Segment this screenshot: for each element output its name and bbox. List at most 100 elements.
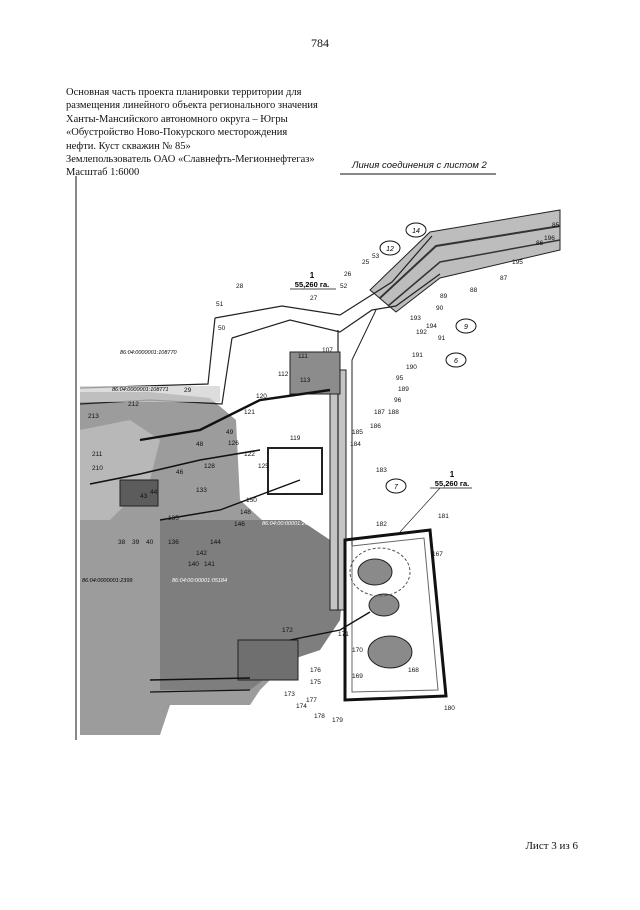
- structure: [237, 639, 299, 681]
- svg-text:90: 90: [436, 305, 444, 312]
- page-number: 784: [311, 36, 329, 50]
- pipeline-line: [289, 611, 371, 641]
- scale-line: Масштаб 1:6000: [66, 167, 140, 179]
- structure: [267, 447, 323, 495]
- svg-text:107: 107: [322, 347, 333, 354]
- parcel-boundary: [214, 235, 433, 319]
- svg-text:141: 141: [204, 561, 215, 568]
- svg-text:48: 48: [196, 441, 204, 448]
- parcel-area: 55,260 га.: [295, 280, 329, 289]
- svg-text:171: 171: [338, 631, 349, 638]
- svg-text:172: 172: [282, 627, 293, 634]
- pipeline-line: [149, 677, 251, 681]
- svg-text:29: 29: [184, 387, 192, 394]
- svg-text:88: 88: [470, 287, 478, 294]
- svg-text:86: 86: [536, 240, 544, 247]
- title-line: Ханты-Мансийского автономного округа – Ю…: [66, 113, 288, 125]
- developed-area-dark: [160, 520, 345, 690]
- cadastral-number: 86:04:00:00001:26499: [262, 521, 317, 527]
- svg-text:51: 51: [216, 301, 224, 308]
- svg-text:133: 133: [196, 487, 207, 494]
- svg-text:167: 167: [432, 551, 443, 558]
- svg-text:25: 25: [362, 259, 370, 266]
- svg-text:150: 150: [246, 497, 257, 504]
- pond: [368, 593, 400, 617]
- svg-text:142: 142: [196, 550, 207, 557]
- svg-text:190: 190: [406, 364, 417, 371]
- svg-text:187: 187: [374, 409, 385, 416]
- svg-text:128: 128: [204, 463, 215, 470]
- svg-text:38: 38: [118, 539, 126, 546]
- title-line: «Обустройство Ново-Покурского месторожде…: [66, 127, 288, 139]
- parcel-area: 55,260 га.: [435, 479, 469, 488]
- svg-text:175: 175: [310, 679, 321, 686]
- well-pad-inner: [351, 537, 439, 693]
- svg-text:173: 173: [284, 691, 295, 698]
- svg-text:87: 87: [500, 275, 508, 282]
- title-line: размещения линейного объекта регионально…: [66, 100, 318, 112]
- document-title-block: Основная часть проекта планировки террит…: [66, 86, 346, 180]
- svg-text:144: 144: [210, 539, 221, 546]
- svg-text:196: 196: [544, 235, 555, 242]
- parcel-boundary: [231, 273, 441, 339]
- svg-text:136: 136: [168, 539, 179, 546]
- title-line: нефти. Куст скважин № 85»: [66, 140, 191, 152]
- sheet-number: Лист 3 из 6: [525, 840, 578, 852]
- pipeline-line: [149, 689, 251, 693]
- parcel-number: 1: [310, 271, 315, 280]
- pipeline-line: [379, 225, 561, 299]
- svg-text:189: 189: [398, 386, 409, 393]
- svg-text:192: 192: [416, 329, 427, 336]
- svg-text:179: 179: [332, 717, 343, 724]
- pond: [357, 558, 393, 586]
- svg-text:140: 140: [188, 561, 199, 568]
- structure: [119, 479, 159, 507]
- circled-label: 14: [412, 228, 420, 235]
- svg-text:95: 95: [396, 375, 404, 382]
- corridor-band: [80, 386, 220, 402]
- svg-text:210: 210: [92, 465, 103, 472]
- structure: [289, 351, 341, 395]
- pipeline-line: [139, 388, 331, 442]
- developed-area-light: [80, 420, 160, 520]
- svg-text:121: 121: [244, 409, 255, 416]
- svg-text:184: 184: [350, 441, 361, 448]
- cadastral-number: 86:04:00:00001:05184: [172, 578, 227, 584]
- svg-text:213: 213: [88, 413, 99, 420]
- svg-text:52: 52: [340, 283, 348, 290]
- pipeline-line: [387, 239, 561, 307]
- svg-text:89: 89: [440, 293, 448, 300]
- pipeline-corridor: [369, 209, 561, 313]
- svg-text:113: 113: [300, 377, 311, 384]
- svg-text:85: 85: [552, 222, 560, 229]
- svg-text:193: 193: [410, 315, 421, 322]
- svg-text:182: 182: [376, 521, 387, 528]
- circled-label: 12: [386, 246, 394, 253]
- cadastral-number: 86:04:0000001:2399: [82, 578, 132, 584]
- svg-text:39: 39: [132, 539, 140, 546]
- svg-text:96: 96: [394, 397, 402, 404]
- svg-text:126: 126: [228, 440, 239, 447]
- cadastral-number: 86:04:0000001:108771: [112, 387, 169, 393]
- connection-line-label: Линия соединения с листом 2: [352, 160, 487, 171]
- svg-text:122: 122: [244, 451, 255, 458]
- svg-text:177: 177: [306, 697, 317, 704]
- svg-text:195: 195: [512, 259, 523, 266]
- svg-text:135: 135: [168, 515, 179, 522]
- svg-text:185: 185: [352, 429, 363, 436]
- svg-text:40: 40: [146, 539, 154, 546]
- svg-text:191: 191: [412, 352, 423, 359]
- svg-text:194: 194: [426, 323, 437, 330]
- svg-text:49: 49: [226, 429, 234, 436]
- svg-text:180: 180: [444, 705, 455, 712]
- svg-text:112: 112: [278, 371, 289, 378]
- circled-label: 7: [394, 484, 399, 491]
- svg-text:119: 119: [290, 435, 301, 442]
- svg-text:46: 46: [176, 469, 184, 476]
- svg-text:111: 111: [298, 353, 308, 360]
- pipeline-line: [159, 479, 301, 521]
- parcel-number: 1: [450, 470, 455, 479]
- svg-text:176: 176: [310, 667, 321, 674]
- svg-text:50: 50: [218, 325, 226, 332]
